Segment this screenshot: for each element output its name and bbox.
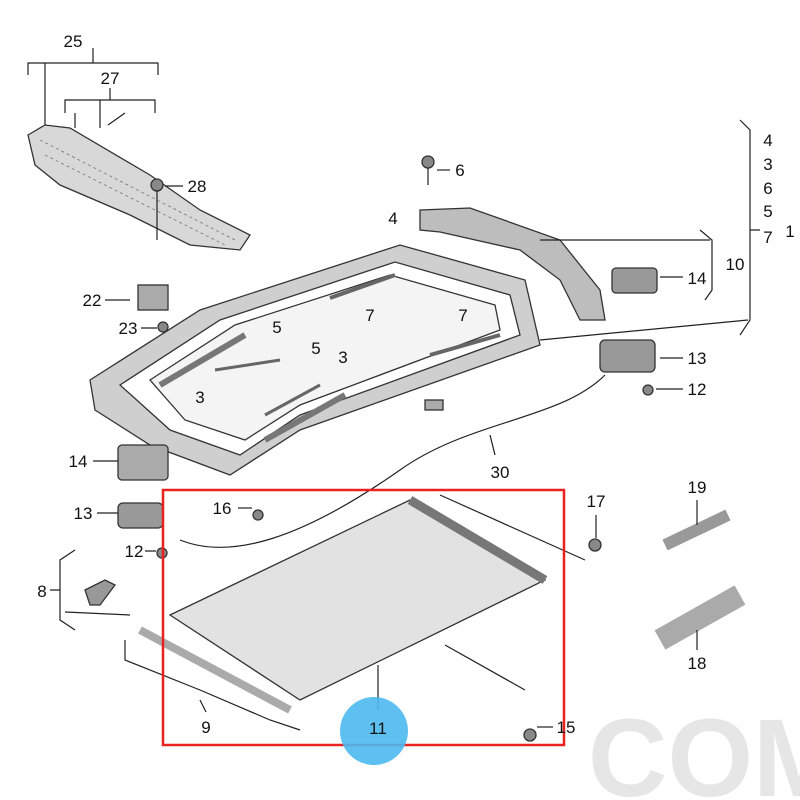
label: 23 xyxy=(119,319,138,338)
label: 8 xyxy=(37,582,46,601)
label: 28 xyxy=(188,177,207,196)
guide-rails xyxy=(158,273,501,443)
label: 15 xyxy=(557,718,576,737)
label: 12 xyxy=(688,380,707,399)
label: 5 xyxy=(763,202,772,221)
label: 19 xyxy=(688,478,707,497)
sunroof-frame xyxy=(89,244,541,476)
label: 16 xyxy=(213,499,232,518)
label: 3 xyxy=(195,388,204,407)
label: 14 xyxy=(688,269,707,288)
tube-18 xyxy=(654,585,746,650)
label: 22 xyxy=(83,291,102,310)
label: 27 xyxy=(101,69,120,88)
cable-30 xyxy=(179,374,606,548)
label: 13 xyxy=(74,504,93,523)
label: 10 xyxy=(726,255,745,274)
switch-14 xyxy=(611,267,658,294)
label: 25 xyxy=(64,32,83,51)
part-labels: 25 27 28 6 4 4 3 6 5 7 1 10 14 22 23 5 7… xyxy=(37,32,794,738)
label: 4 xyxy=(763,131,772,150)
label: 9 xyxy=(201,718,210,737)
sunshade-11 xyxy=(168,494,586,710)
label: 5 xyxy=(272,318,281,337)
wind-deflector-net xyxy=(27,124,251,251)
front-trim xyxy=(419,155,606,321)
label: 18 xyxy=(688,654,707,673)
label: 12 xyxy=(125,542,144,561)
label: 3 xyxy=(338,348,347,367)
label: 3 xyxy=(763,155,772,174)
callout-circle xyxy=(340,697,408,765)
label: 5 xyxy=(311,339,320,358)
label: 7 xyxy=(763,228,772,247)
label-highlighted: 11 xyxy=(369,719,387,738)
label: 17 xyxy=(587,492,606,511)
tube-19 xyxy=(662,509,731,551)
label: 7 xyxy=(458,306,467,325)
label: 30 xyxy=(491,463,510,482)
label: 14 xyxy=(69,452,88,471)
label: 6 xyxy=(455,161,464,180)
label: 13 xyxy=(688,349,707,368)
label: 1 xyxy=(785,222,794,241)
screw-28 xyxy=(150,178,183,240)
label: 7 xyxy=(365,306,374,325)
label: 6 xyxy=(763,179,772,198)
label: 4 xyxy=(388,209,397,228)
motor-13 xyxy=(599,339,656,373)
watermark: COM xyxy=(588,697,800,800)
